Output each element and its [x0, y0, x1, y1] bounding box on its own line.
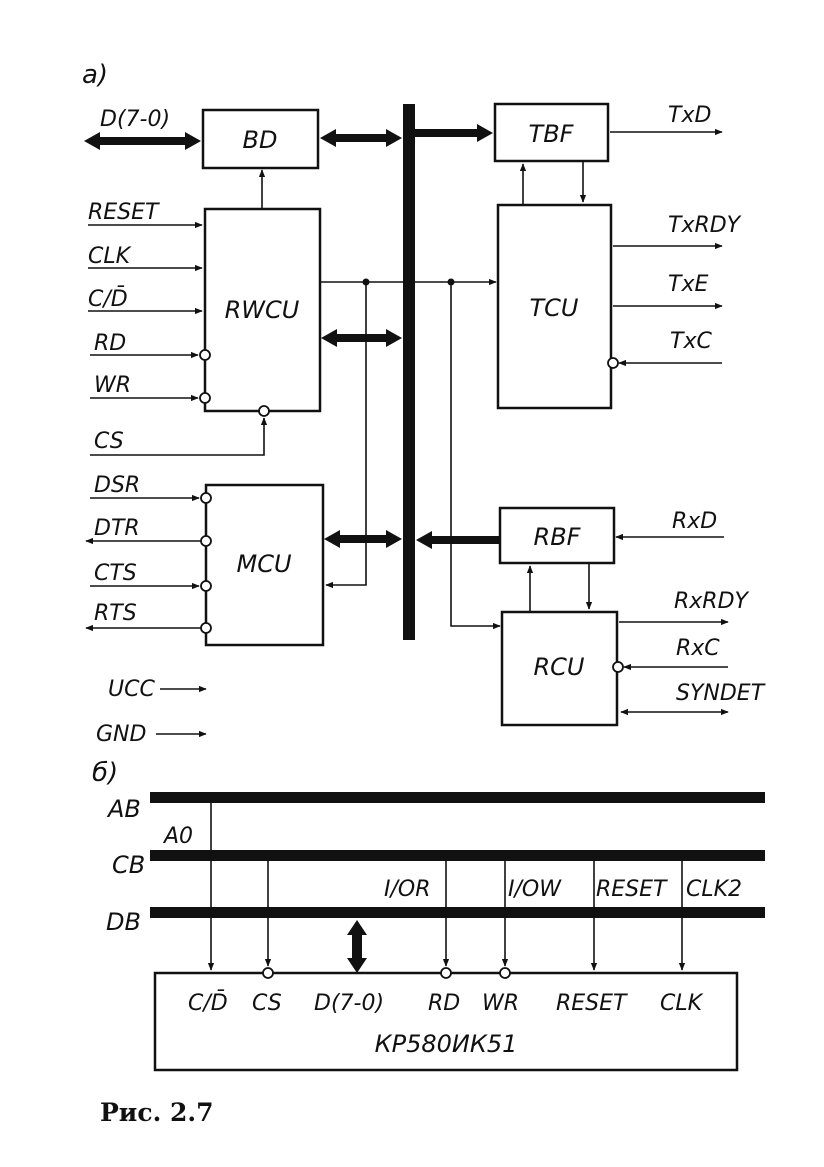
pin-cs-label: CS	[252, 991, 282, 1016]
data-bus-tap-arrow	[347, 920, 367, 973]
signal-txe-label: TxE	[668, 272, 708, 297]
signal-cts-label: CTS	[94, 561, 137, 586]
system-buses: AB CB DB	[106, 792, 765, 936]
signal-rd-label: RD	[94, 331, 126, 356]
tap-clk2-label: CLK2	[686, 877, 742, 902]
signal-rts-label: RTS	[94, 601, 137, 626]
bus-cb-label: CB	[112, 851, 145, 879]
signal-rxd-label: RxD	[672, 509, 717, 534]
signal-txrdy-label: TxRDY	[668, 213, 742, 238]
tap-reset-label: RESET	[596, 877, 668, 902]
bus-ab-label: AB	[106, 795, 141, 823]
signal-txd-label: TxD	[668, 103, 711, 128]
bus-db-label: DB	[106, 908, 141, 936]
block-rwcu-label: RWCU	[225, 296, 300, 324]
signal-reset-label: RESET	[88, 200, 160, 225]
control-bus	[150, 850, 765, 861]
signal-dtr-label: DTR	[94, 516, 140, 541]
block-tbf-label: TBF	[529, 120, 575, 148]
pin-d-label: D(7-0)	[314, 991, 384, 1016]
block-tbf: TBF	[493, 102, 610, 163]
figure-caption: Рис. 2.7	[100, 1098, 213, 1127]
signal-syndet-label: SYNDET	[676, 681, 766, 706]
part-a-label: а)	[82, 60, 108, 90]
signal-txc-label: TxC	[670, 329, 712, 354]
block-tcu: TCU	[496, 203, 613, 410]
block-bd: BD	[201, 108, 320, 170]
block-mcu: MCU	[204, 483, 325, 647]
address-bus	[150, 792, 765, 803]
signal-clk-label: CLK	[88, 244, 132, 269]
block-rcu: RCU	[500, 610, 619, 727]
part-b-label: б)	[92, 758, 118, 788]
tap-ior-label: I/OR	[384, 877, 431, 902]
chip-name: КР580ИК51	[375, 1030, 518, 1058]
signal-wr-label: WR	[94, 373, 131, 398]
chip-kr580ik51: C/D̄ CS D(7-0) RD WR RESET CLK КР580ИК51	[153, 971, 739, 1072]
internal-wires	[258, 162, 593, 630]
signal-ucc-label: UCC	[108, 677, 155, 702]
block-rwcu: RWCU	[203, 207, 322, 413]
bus-arrows	[84, 124, 499, 549]
data-bus	[150, 907, 765, 918]
pin-cd-label: C/D̄	[188, 990, 228, 1016]
signal-gnd-label: GND	[96, 722, 146, 747]
internal-data-bus	[403, 104, 415, 640]
pin-reset-label: RESET	[556, 991, 628, 1016]
signal-rxrdy-label: RxRDY	[674, 589, 750, 614]
block-tcu-label: TCU	[530, 294, 579, 322]
block-rcu-label: RCU	[534, 653, 585, 681]
block-mcu-label: MCU	[236, 550, 291, 578]
pin-rd-label: RD	[428, 991, 460, 1016]
pin-wr-label: WR	[482, 991, 519, 1016]
signal-cd-label: C/D̄	[88, 286, 128, 312]
block-bd-label: BD	[243, 126, 278, 154]
signal-cs-label: CS	[94, 429, 124, 454]
signal-dsr-label: DSR	[94, 473, 140, 498]
tap-a0-label: A0	[162, 824, 193, 849]
block-rbf-label: RBF	[534, 523, 582, 551]
bus-taps: A0 I/OR I/OW RESET CLK2	[162, 803, 742, 979]
signal-d-label: D(7-0)	[100, 107, 170, 132]
right-signals: TxD TxRDY TxE TxC RxD RxRDY RxC SYNDET	[607, 103, 766, 716]
pin-clk-label: CLK	[660, 991, 704, 1016]
left-signals: D(7-0) RESET CLK C/D̄ RD WR CS DSR DTR C…	[85, 107, 270, 747]
block-rbf: RBF	[498, 506, 616, 565]
signal-rxc-label: RxC	[676, 636, 720, 661]
tap-iow-label: I/OW	[508, 877, 562, 902]
